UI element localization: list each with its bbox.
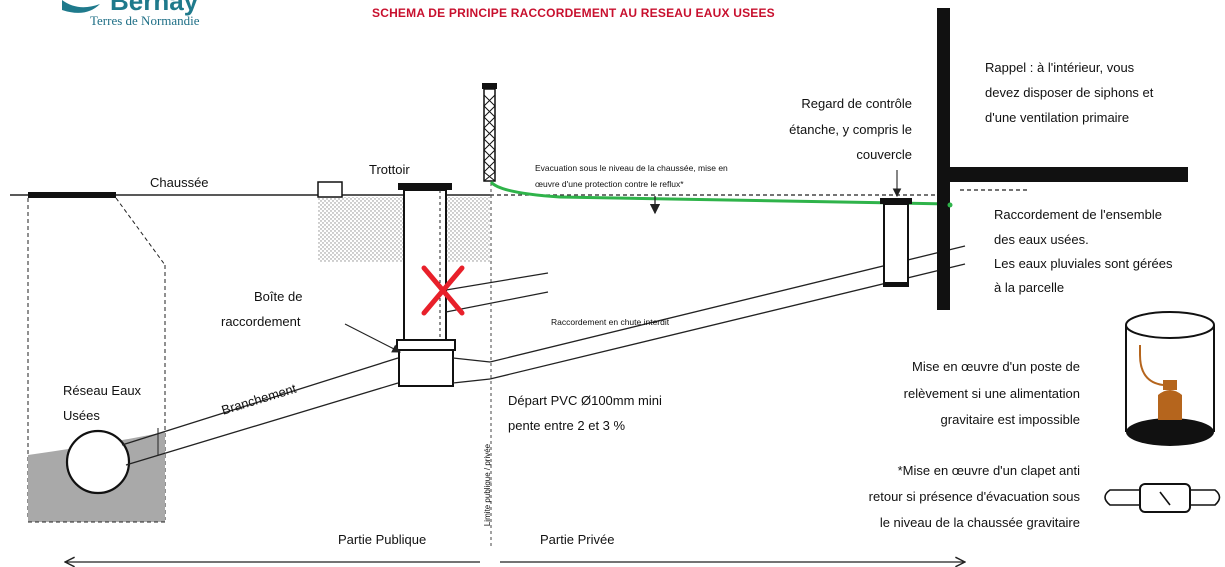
control-manhole bbox=[880, 198, 912, 287]
label-rappel-3: d'une ventilation primaire bbox=[985, 110, 1130, 125]
label-partie-privee: Partie Privée bbox=[540, 532, 615, 547]
label-raccord-2: des eaux usées. bbox=[994, 232, 1089, 247]
boite-pointer bbox=[344, 323, 401, 353]
sewer-main-pipe bbox=[65, 429, 131, 495]
label-rappel-2: devez disposer de siphons et bbox=[985, 85, 1154, 100]
label-boite-1: Boîte de bbox=[254, 289, 303, 304]
label-evacuation-2: œuvre d'une protection contre le reflux* bbox=[535, 179, 684, 189]
logo-mark bbox=[62, 0, 100, 13]
label-clapet-2: retour si présence d'évacuation sous bbox=[868, 489, 1080, 504]
label-chute-interdit: Raccordement en chute interdit bbox=[551, 317, 670, 327]
forbidden-cross-icon bbox=[421, 265, 465, 316]
label-evacuation-1: Evacuation sous le niveau de la chaussée… bbox=[535, 163, 728, 173]
label-regard-3: couvercle bbox=[856, 147, 912, 162]
forbidden-drop-pipe bbox=[445, 272, 549, 313]
label-depart-1: Départ PVC Ø100mm mini bbox=[508, 393, 662, 408]
label-reseau-2: Usées bbox=[63, 408, 100, 423]
label-raccord-3: Les eaux pluviales sont gérées bbox=[994, 256, 1173, 271]
label-regard-2: étanche, y compris le bbox=[789, 122, 912, 137]
diagram-title: SCHEMA DE PRINCIPE RACCORDEMENT AU RESEA… bbox=[372, 6, 775, 20]
label-depart-2: pente entre 2 et 3 % bbox=[508, 418, 626, 433]
label-reseau-1: Réseau Eaux bbox=[63, 383, 142, 398]
label-rappel-1: Rappel : à l'intérieur, vous bbox=[985, 60, 1135, 75]
label-clapet-3: le niveau de la chaussée gravitaire bbox=[879, 515, 1080, 530]
label-limite: Limite publique / privée bbox=[483, 443, 492, 527]
label-clapet-1: *Mise en œuvre d'un clapet anti bbox=[897, 463, 1080, 478]
pump-icon bbox=[1125, 311, 1215, 446]
logo-subtitle: Terres de Normandie bbox=[90, 13, 200, 28]
label-regard-1: Regard de contrôle bbox=[801, 96, 912, 111]
label-chaussee: Chaussée bbox=[150, 175, 209, 190]
label-partie-publique: Partie Publique bbox=[338, 532, 427, 547]
fence-post bbox=[482, 83, 497, 182]
label-boite-2: raccordement bbox=[221, 314, 301, 329]
label-trottoir: Trottoir bbox=[369, 162, 410, 177]
branch-pipe bbox=[121, 357, 399, 466]
curb bbox=[317, 181, 343, 198]
check-valve-icon bbox=[1104, 483, 1221, 513]
label-poste-2: relèvement si une alimentation bbox=[903, 386, 1080, 401]
evacuation-pipe bbox=[489, 180, 951, 206]
house-wall bbox=[937, 8, 1188, 310]
label-poste-3: gravitaire est impossible bbox=[940, 412, 1080, 427]
logo-name: Bernay bbox=[110, 0, 199, 16]
label-poste-1: Mise en œuvre d'un poste de bbox=[912, 359, 1080, 374]
label-raccord-4: à la parcelle bbox=[994, 280, 1065, 295]
label-raccord-1: Raccordement de l'ensemble bbox=[994, 207, 1162, 222]
